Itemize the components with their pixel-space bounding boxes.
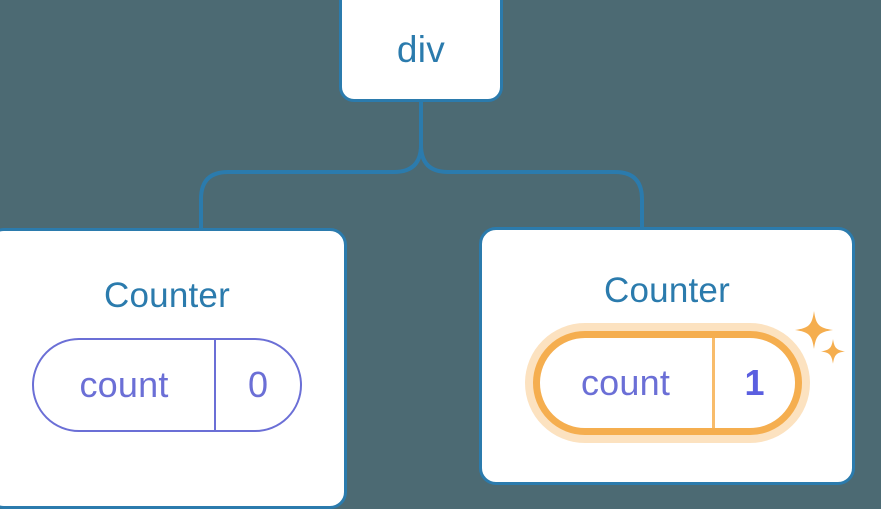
state-divider-right (711, 338, 715, 428)
state-value-right: 1 (744, 362, 765, 403)
node-counter-right-title: Counter (604, 271, 730, 310)
diagram-canvas: div Counter count 0 Counter count 1 (0, 0, 855, 509)
connector-branch-right (419, 144, 644, 228)
sparkle-large-icon (794, 311, 833, 349)
state-pill-left[interactable]: count 0 (32, 338, 302, 432)
state-divider-left (214, 340, 216, 430)
node-div[interactable]: div (339, 0, 503, 102)
node-counter-left-title: Counter (104, 276, 230, 315)
node-counter-left[interactable]: Counter count 0 (0, 228, 347, 509)
sparkle-small-icon (820, 339, 845, 364)
state-pill-right-wrap: count 1 (532, 311, 845, 435)
state-key-left: count (79, 364, 169, 405)
state-pill-left-wrap: count 0 (32, 338, 302, 432)
state-pill-right[interactable]: count 1 (532, 331, 802, 435)
node-counter-right[interactable]: Counter count 1 (479, 227, 855, 485)
state-value-left: 0 (247, 364, 269, 405)
node-div-label: div (396, 29, 446, 70)
state-key-right: count (580, 362, 671, 403)
connector-branch-left (199, 144, 423, 228)
